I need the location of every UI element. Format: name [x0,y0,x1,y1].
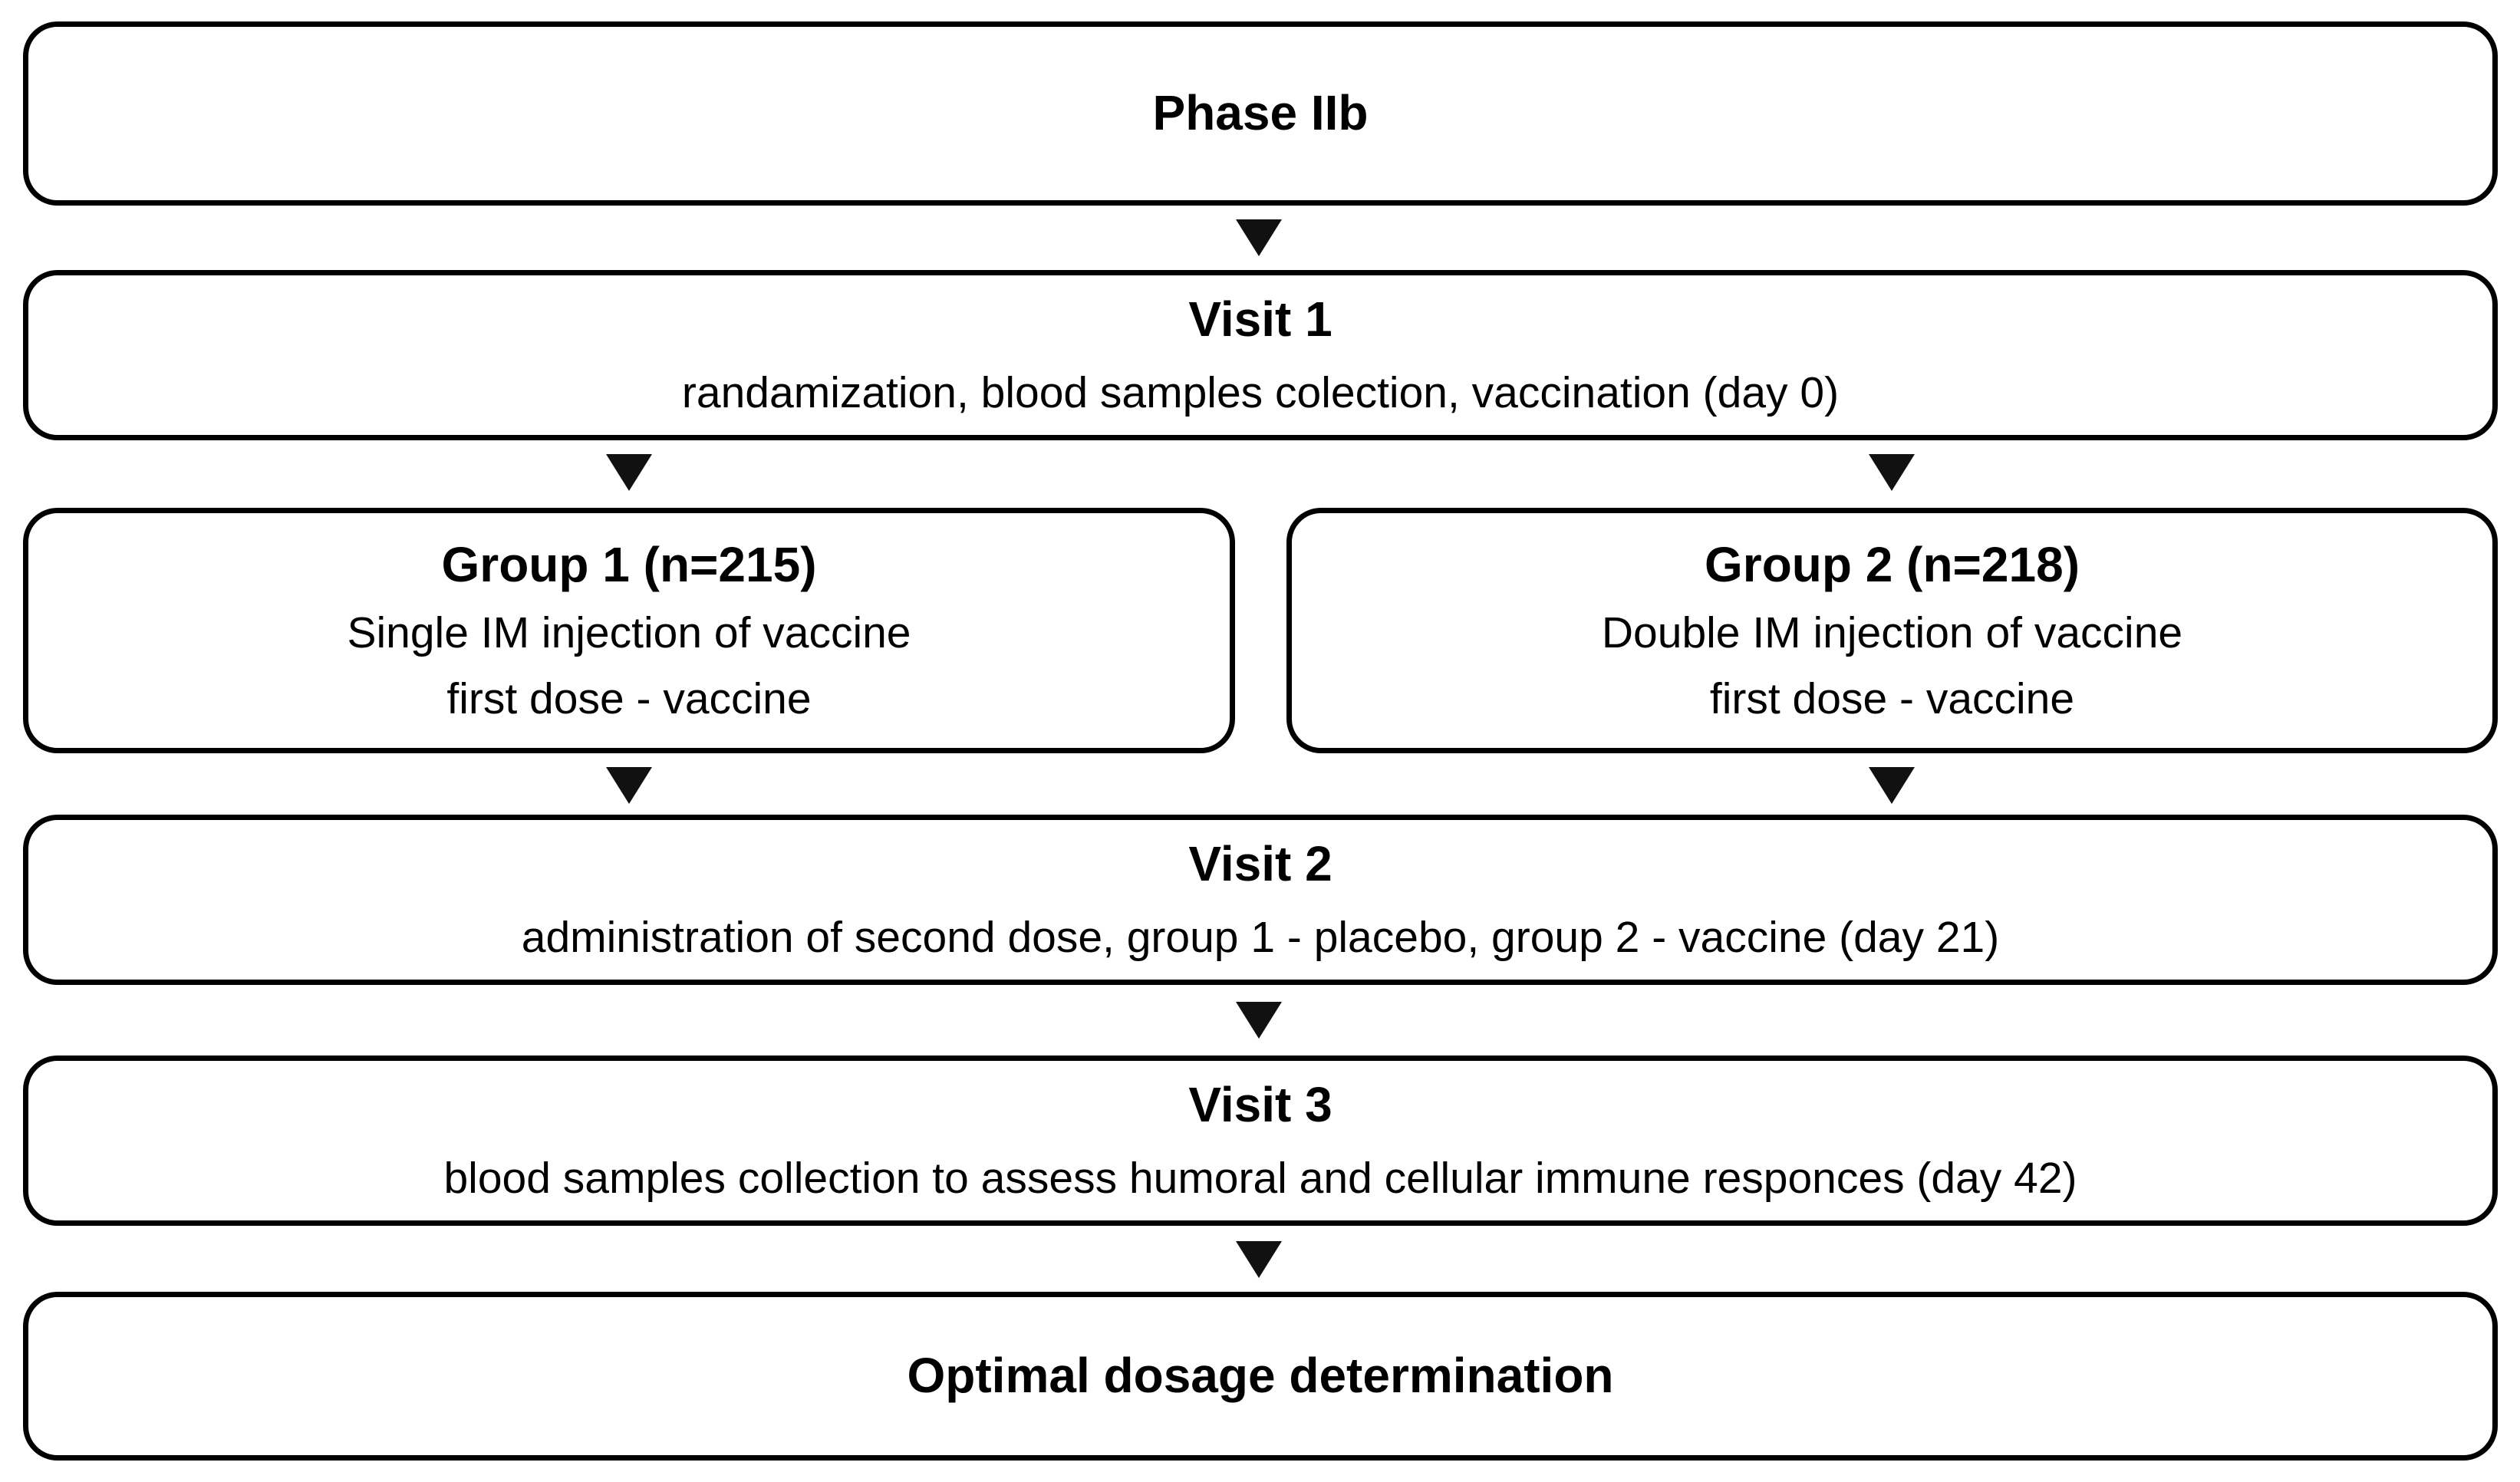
arrow-down-icon [1869,454,1915,491]
visit2-title: Visit 2 [1188,836,1332,892]
arrow-down-icon [1236,1241,1282,1278]
group1-line2: first dose - vaccine [446,673,812,723]
arrow-down-icon [1236,219,1282,256]
visit1-description: randamization, blood samples colection, … [681,368,1840,418]
visit1-node: Visit 1 randamization, blood samples col… [23,270,2498,440]
phase-title: Phase IIb [1152,85,1369,141]
visit2-description: administration of second dose, group 1 -… [521,913,2000,963]
arrow-down-icon [1236,1002,1282,1039]
arrow-down-icon [606,767,652,804]
visit3-node: Visit 3 blood samples collection to asse… [23,1056,2498,1226]
outcome-node: Optimal dosage determination [23,1292,2498,1461]
group2-line1: Double IM injection of vaccine [1601,608,2183,658]
arrow-down-icon [606,454,652,491]
arrow-down-icon [1869,767,1915,804]
visit3-description: blood samples collection to assess humor… [443,1154,2077,1204]
group2-title: Group 2 (n=218) [1705,536,2080,592]
phase-node: Phase IIb [23,21,2498,206]
group1-line1: Single IM injection of vaccine [347,608,911,658]
group1-node: Group 1 (n=215) Single IM injection of v… [23,508,1235,753]
visit2-node: Visit 2 administration of second dose, g… [23,815,2498,985]
outcome-title: Optimal dosage determination [907,1348,1614,1404]
group1-title: Group 1 (n=215) [441,536,817,592]
visit1-title: Visit 1 [1188,291,1332,347]
group2-line2: first dose - vaccine [1709,673,2075,723]
visit3-title: Visit 3 [1188,1077,1332,1133]
group2-node: Group 2 (n=218) Double IM injection of v… [1286,508,2498,753]
